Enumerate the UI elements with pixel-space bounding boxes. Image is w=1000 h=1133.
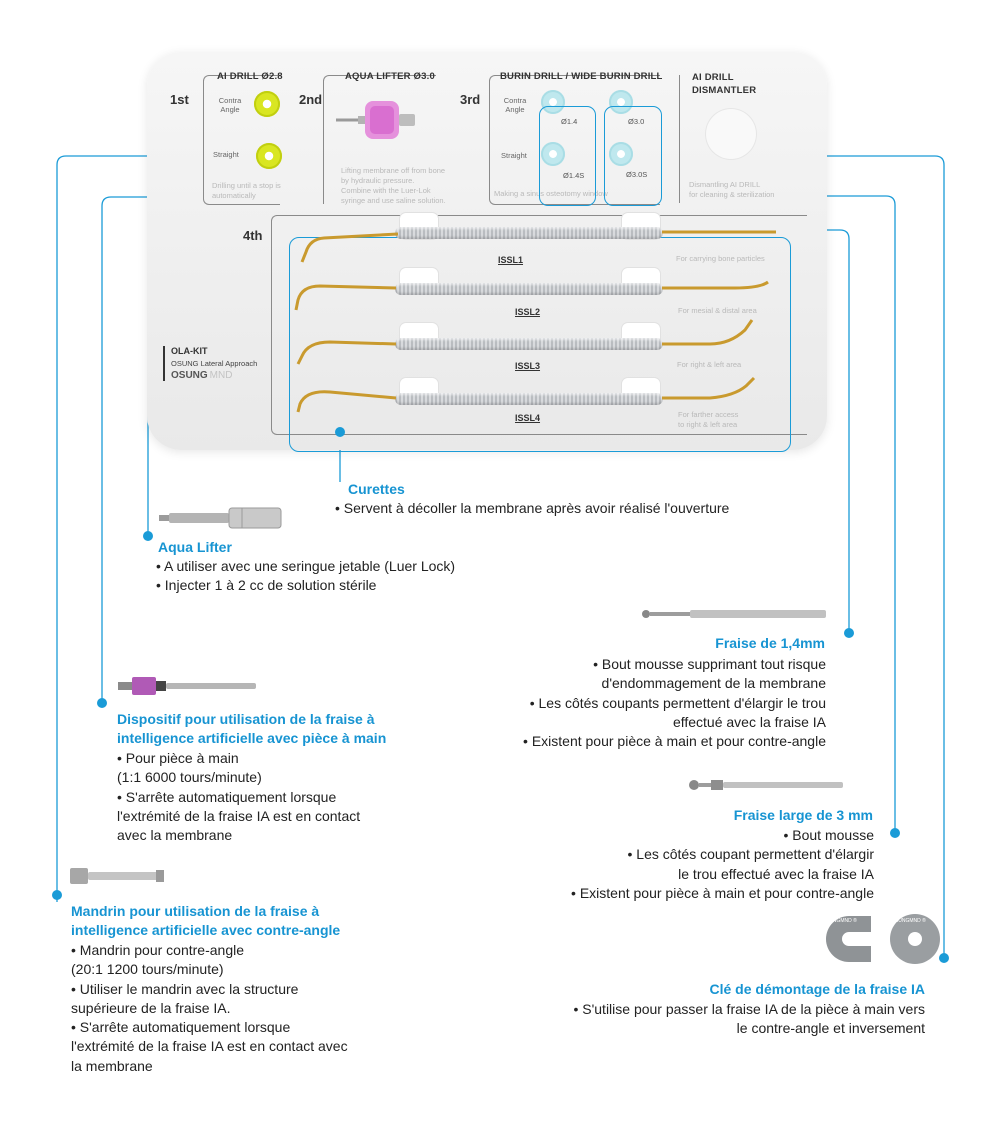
curette-label-4: ISSL4	[515, 413, 541, 423]
curette-note-3: For right & left area	[677, 360, 742, 369]
highlight-burin-30	[604, 106, 662, 206]
curette-label-2: ISSL2	[515, 307, 541, 317]
order-second: 2nd	[299, 92, 323, 107]
connector-cle	[735, 155, 945, 956]
aqua-lifter-tool-image	[336, 101, 415, 139]
dot-mandrin	[52, 890, 62, 900]
frame-first	[203, 75, 280, 205]
curette-handle-3	[395, 338, 663, 350]
label-straight-1: Straight	[213, 150, 239, 159]
dot-curettes	[335, 427, 345, 437]
callout-fraise-large-body: • Bout mousse • Les côtés coupant permet…	[571, 827, 874, 901]
dot-fraise-large	[890, 828, 900, 838]
ai-drill-contra-ring	[254, 91, 280, 117]
curette-handle-1	[395, 227, 663, 239]
brand-subtitle: OSUNG Lateral Approach	[171, 359, 258, 368]
diameter-30s: Ø3.0S	[626, 170, 648, 179]
callout-aqua-lifter-title: Aqua Lifter	[158, 539, 232, 555]
callout-fraise-large-title: Fraise large de 3 mm	[733, 807, 873, 823]
curette-label-3: ISSL3	[515, 361, 541, 371]
burin-straight-14-ring	[541, 142, 565, 166]
aqua-lifter-handpiece-image	[159, 507, 282, 529]
section-title-ai-drill: AI DRILL Ø2.8	[217, 71, 283, 82]
dot-dispositif	[97, 698, 107, 708]
key-text-left: OSUNGMND ®	[822, 918, 857, 924]
curette-label-1: ISSL1	[498, 255, 524, 265]
fraise-14-tool-image	[642, 610, 826, 618]
callout-curettes-body: • Servent à décoller la membrane après a…	[335, 500, 730, 516]
curette-handle-4	[395, 393, 663, 405]
section-title-dismantler: AI DRILL DISMANTLER	[692, 72, 757, 96]
callout-cle-title: Clé de démontage de la fraise IA	[709, 981, 925, 997]
dismantler-slot	[706, 109, 756, 159]
order-third: 3rd	[460, 92, 481, 107]
callout-fraise-14-title: Fraise de 1,4mm	[715, 635, 825, 651]
curette-note-1: For carrying bone particles	[676, 254, 765, 263]
label-contra-angle-1: Contra Angle	[218, 96, 242, 114]
callout-dispositif-title: Dispositif pour utilisation de la fraise…	[117, 711, 387, 746]
ai-drill-straight-ring	[256, 143, 282, 169]
curette-tip-1	[300, 230, 776, 263]
frame-fourth	[271, 215, 807, 435]
highlight-burin-14	[539, 106, 596, 206]
section-title-aqua-lifter: AQUA LIFTER Ø3.0	[345, 71, 435, 82]
callout-aqua-lifter-body: • A utiliser avec une seringue jetable (…	[156, 558, 456, 594]
label-contra-angle-3: Contra Angle	[503, 96, 527, 114]
callout-curettes-title: Curettes	[348, 481, 405, 497]
connector-mandrin	[56, 155, 268, 902]
burin-straight-30-ring	[609, 142, 633, 166]
diameter-14: Ø1.4	[561, 117, 578, 126]
note-second: Lifting membrane off from bone by hydrau…	[341, 166, 446, 206]
key-text-right: OSUNGMND ®	[891, 918, 926, 924]
order-fourth: 4th	[243, 228, 263, 243]
mandrin-tool-image	[70, 868, 164, 884]
dot-fraise-14	[844, 628, 854, 638]
curette-handle-2	[395, 283, 663, 295]
fraise-large-tool-image	[689, 780, 843, 790]
burin-contra-30-ring	[609, 90, 633, 114]
curette-note-4: For farther access to right & left area	[678, 410, 739, 430]
callout-dispositif-body: • Pour pièce à main (1:1 6000 tours/minu…	[117, 750, 361, 844]
curette-note-2: For mesial & distal area	[678, 306, 757, 315]
diameter-30: Ø3.0	[628, 117, 645, 126]
frame-dismantler	[679, 75, 790, 203]
diameter-14s: Ø1.4S	[563, 171, 585, 180]
callout-fraise-14-body: • Bout mousse supprimant tout risque d'e…	[523, 656, 826, 750]
brand-kit-name: OLA-KIT	[171, 346, 208, 356]
dispositif-tool-image	[118, 677, 256, 695]
curette-tip-3	[296, 319, 754, 365]
dismantler-key-image	[826, 914, 940, 964]
callout-mandrin-title: Mandrin pour utilisation de la fraise à …	[71, 903, 341, 938]
frame-third	[489, 75, 660, 205]
curette-tip-4	[296, 376, 756, 413]
note-dismantler: Dismantling AI DRILL for cleaning & ster…	[689, 180, 775, 200]
curette-tip-2	[294, 280, 769, 311]
callout-cle-body: • S'utilise pour passer la fraise IA de …	[573, 1001, 925, 1037]
order-first: 1st	[170, 92, 189, 107]
dot-aqua-lifter	[143, 531, 153, 541]
connector-fraise-large	[634, 195, 896, 830]
callout-mandrin-body: • Mandrin pour contre-angle (20:1 1200 t…	[71, 942, 348, 1074]
note-third: Making a sinus osteotomy window	[494, 189, 608, 198]
section-title-burin-drill: BURIN DRILL / WIDE BURIN DRILL	[500, 71, 663, 82]
dot-cle	[939, 953, 949, 963]
frame-second	[323, 75, 436, 204]
note-first: Drilling until a stop is automatically	[212, 181, 281, 200]
label-straight-3: Straight	[501, 151, 527, 160]
